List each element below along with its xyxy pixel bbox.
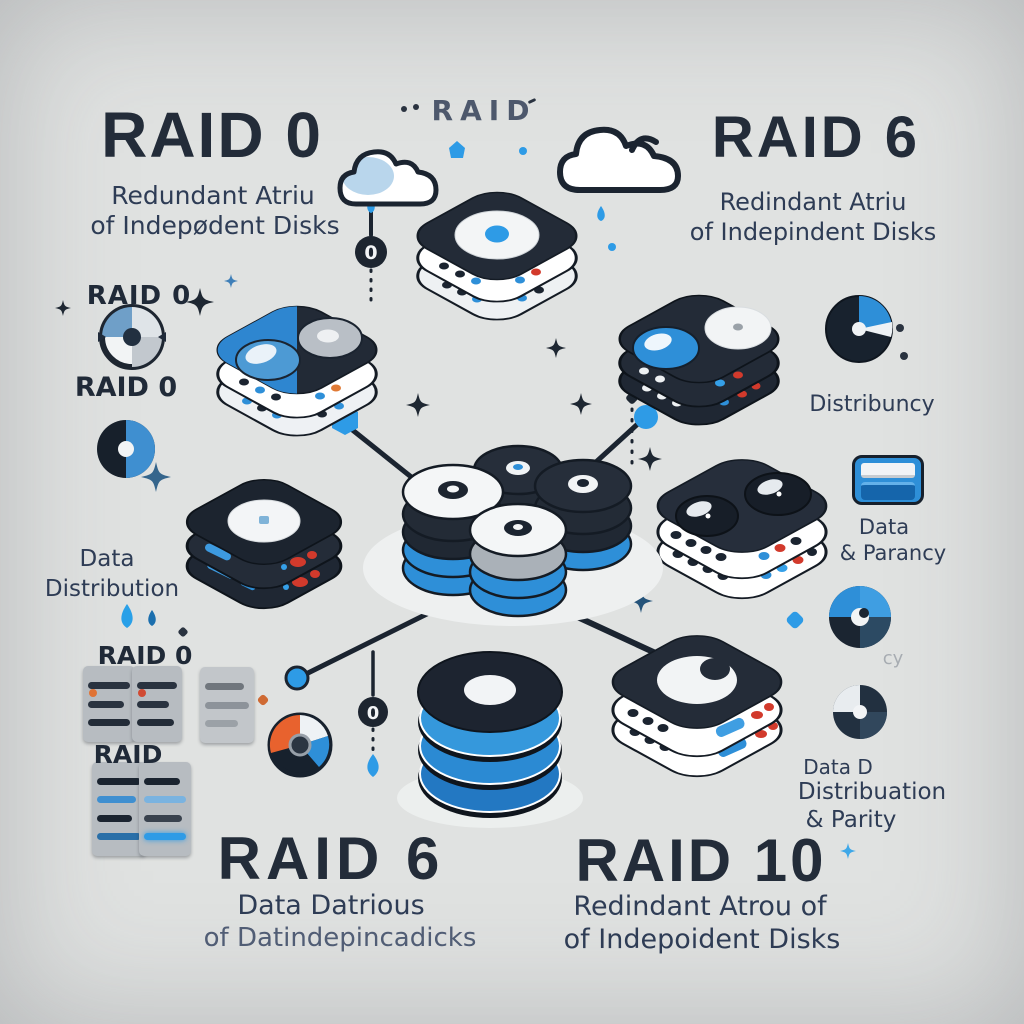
drive-stack-icon <box>611 635 783 778</box>
dot-icon <box>413 104 419 110</box>
cloud-icon <box>557 126 681 193</box>
data-bar <box>205 701 249 709</box>
led-dot <box>138 689 146 698</box>
left-data-label-1: Data <box>79 546 135 572</box>
data-bar <box>97 814 133 822</box>
tick-icon <box>528 98 536 104</box>
raid10-subtitle-1: Redindant Atrou of <box>573 891 827 922</box>
raid10-subtitle-2: of Indepoident Disks <box>563 924 841 955</box>
quarter-pie-icon <box>825 295 893 363</box>
data-bar <box>97 796 136 804</box>
left-raid0-label-a: RAID 0 <box>86 281 192 311</box>
disk-cylinder-stack-icon <box>397 651 583 828</box>
data-bar <box>97 832 141 840</box>
data-bar <box>205 683 244 691</box>
diamond-icon <box>178 627 188 637</box>
raid10-title: RAID 10 <box>575 827 827 894</box>
droplet-icon <box>608 243 616 251</box>
orange-pie-icon <box>267 712 333 778</box>
data-bar <box>144 814 182 822</box>
right-distribuncy-label: Distribuncy <box>809 392 935 417</box>
data-bar <box>205 719 238 727</box>
left-raid-label-d: RAID <box>93 740 163 769</box>
data-block-card <box>132 666 182 742</box>
dot-icon <box>896 324 904 332</box>
data-bar <box>144 796 186 804</box>
zero-node-icon <box>358 697 388 727</box>
data-bar <box>97 778 141 786</box>
zero-node-label: 0 <box>364 242 377 264</box>
data-block-card <box>200 667 254 743</box>
pentagon-icon <box>449 141 465 158</box>
dot-icon <box>401 106 407 112</box>
cloud-icon <box>337 149 439 207</box>
dot-icon <box>519 147 527 155</box>
drive-stack-icon <box>185 479 343 610</box>
raid0-subtitle-2: of Indepødent Disks <box>90 211 340 240</box>
half-pie-icon <box>97 420 155 478</box>
data-block-card <box>83 666 135 742</box>
left-raid0-label-c: RAID 0 <box>97 641 193 670</box>
raid6-top-title: RAID 6 <box>711 105 921 170</box>
right-data-parity-label-1: Data <box>858 515 910 539</box>
right-distribuation-label: Distribuation <box>797 779 947 805</box>
raid0-subtitle-1: Redundant Atriu <box>111 181 315 210</box>
raid6-top-subtitle-1: Redindant Atriu <box>719 188 907 216</box>
left-data-label-2: Distribution <box>44 576 180 602</box>
pie-icon <box>833 685 887 739</box>
blue-node-icon <box>284 665 310 691</box>
blue-node-icon <box>634 405 658 429</box>
drive-stack-icon <box>618 294 780 426</box>
left-raid0-label-b: RAID 0 <box>74 372 178 403</box>
raid6-bottom-subtitle-1: Data Datrious <box>237 890 425 921</box>
zero-node-label: 0 <box>367 703 380 724</box>
diamond-icon <box>257 694 269 706</box>
droplet-icon <box>148 610 156 626</box>
raid6-bottom-title: RAID 6 <box>217 825 445 892</box>
right-data-parity-label-2: & Parancy <box>839 541 947 565</box>
right-parity-label: & Parity <box>805 807 897 833</box>
data-bar <box>137 700 169 708</box>
data-bar <box>144 832 186 840</box>
parity-card-icon <box>852 455 924 505</box>
compass-pie-icon <box>98 304 166 370</box>
data-bar <box>88 700 124 708</box>
data-bar <box>137 682 177 698</box>
data-block-card <box>92 762 146 856</box>
server-stack-icon <box>656 459 828 600</box>
data-bar <box>137 718 174 726</box>
data-bar <box>88 682 130 698</box>
raid6-bottom-subtitle-2: of Datindepincadicks <box>203 923 477 953</box>
drive-stack-icon <box>416 191 578 321</box>
drive-stack-icon <box>203 298 378 437</box>
raid6-top-subtitle-2: of Indepindent Disks <box>689 218 937 246</box>
pie-icon <box>829 586 891 648</box>
dot-icon <box>900 352 908 360</box>
card-strip <box>861 463 915 478</box>
diamond-icon <box>786 611 804 629</box>
right-faint-label: cy <box>882 648 904 669</box>
data-bar <box>144 778 180 786</box>
raid-center-label: RAID <box>431 94 537 127</box>
disk-cluster-icon <box>363 444 663 626</box>
droplet-icon <box>597 206 605 221</box>
zero-node-icon <box>355 236 387 268</box>
card-strip <box>861 482 915 500</box>
right-data-d-label: Data D <box>803 755 873 779</box>
data-bar <box>88 718 130 726</box>
droplet-icon <box>121 604 133 628</box>
data-block-card <box>139 762 191 856</box>
led-dot <box>89 689 97 698</box>
raid0-title: RAID 0 <box>101 99 323 171</box>
droplet-icon <box>367 754 379 777</box>
